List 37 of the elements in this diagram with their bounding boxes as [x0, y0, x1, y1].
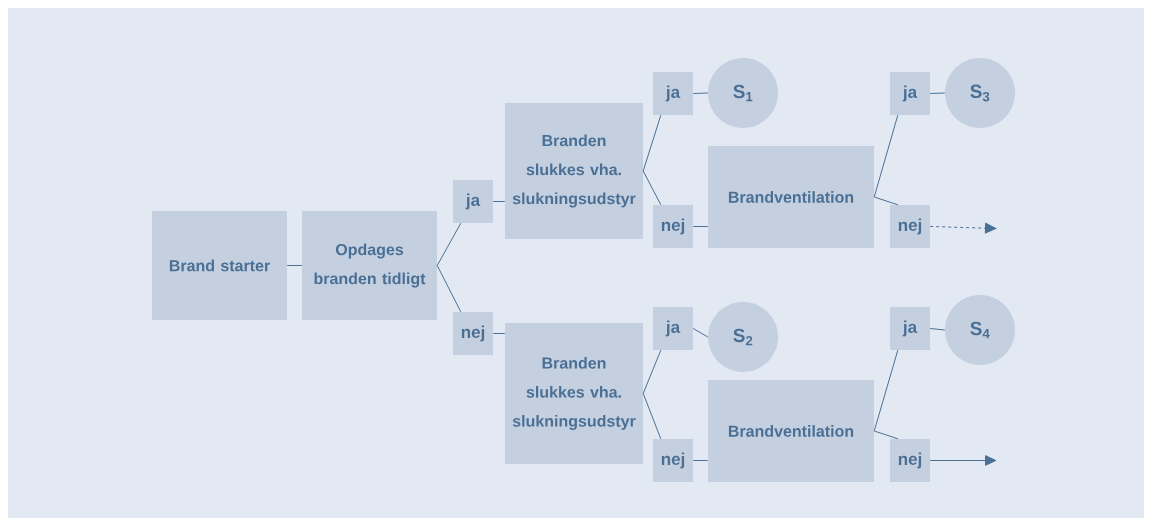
connector	[692, 226, 709, 227]
connector	[929, 92, 946, 94]
connector	[692, 328, 709, 338]
connector	[692, 92, 709, 94]
answer-box: ja	[653, 307, 693, 350]
connector	[873, 349, 899, 432]
process-box: Brand starter	[152, 211, 287, 320]
connector	[642, 114, 662, 172]
answer-box: nej	[890, 205, 930, 248]
process-box: Brandventilation	[708, 146, 874, 248]
connector	[692, 460, 709, 461]
answer-box: nej	[653, 205, 693, 248]
connector	[929, 455, 997, 466]
answer-box: nej	[453, 312, 493, 355]
connector	[642, 170, 662, 206]
answer-box: nej	[653, 439, 693, 482]
connector	[286, 265, 303, 266]
process-box: Branden slukkes vha. slukningsudstyr	[505, 103, 643, 239]
answer-box: ja	[890, 307, 930, 350]
process-box: Brandventilation	[708, 380, 874, 482]
connector	[873, 196, 899, 206]
answer-box: nej	[890, 439, 930, 482]
connector	[436, 265, 462, 313]
process-box: Branden slukkes vha. slukningsudstyr	[505, 323, 643, 464]
answer-box: ja	[653, 72, 693, 115]
connector	[642, 393, 662, 440]
process-box: Opdages branden tidligt	[302, 211, 437, 320]
connector	[873, 430, 899, 440]
connector	[873, 114, 899, 198]
connector	[929, 328, 946, 331]
answer-box: ja	[890, 72, 930, 115]
connector	[642, 349, 662, 394]
connector	[492, 201, 506, 202]
connector	[436, 222, 462, 266]
connector	[492, 333, 506, 334]
connector	[929, 222, 997, 234]
answer-box: ja	[453, 180, 493, 223]
